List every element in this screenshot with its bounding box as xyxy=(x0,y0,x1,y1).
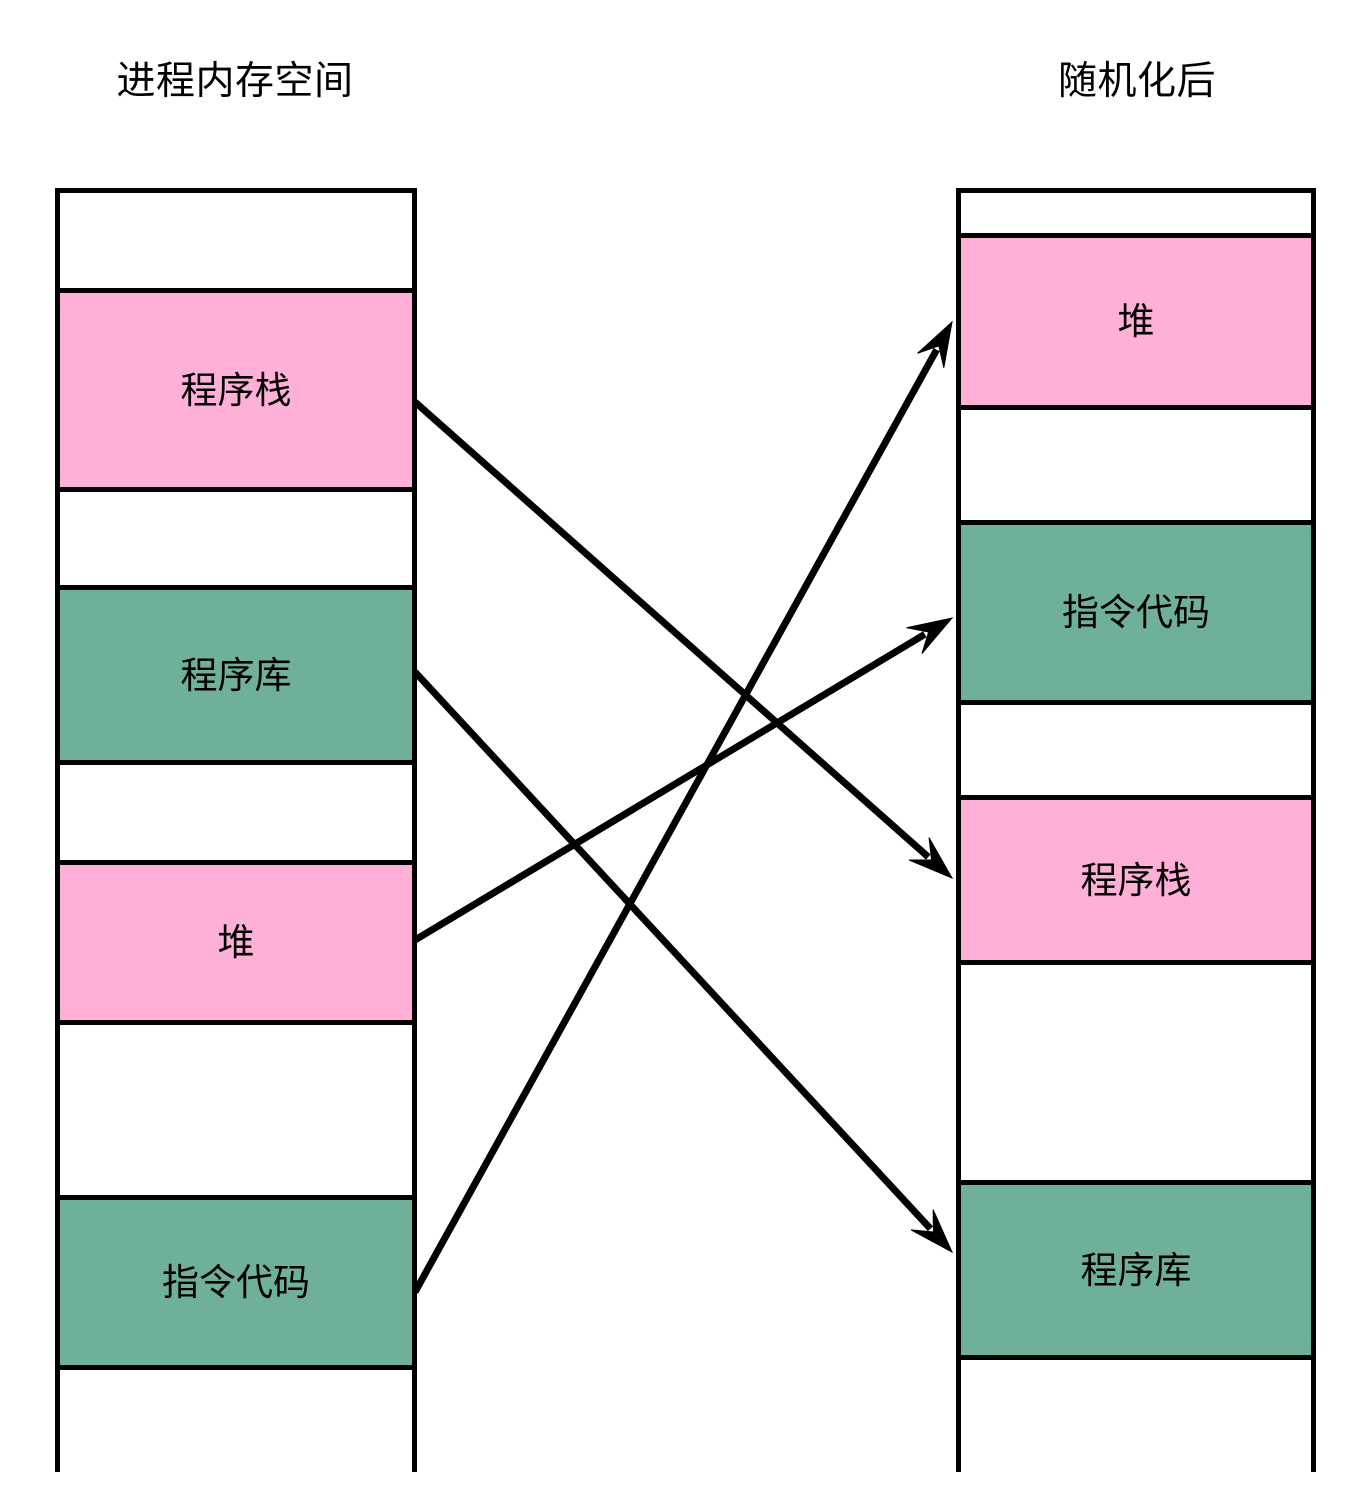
arrow-program-stack xyxy=(412,399,954,880)
right-segment-gap-top xyxy=(961,193,1311,233)
arrow-program-library xyxy=(412,669,954,1254)
arrow-heap-shaft xyxy=(413,631,927,944)
arrow-instruction-code-shaft xyxy=(411,348,940,1294)
arrow-program-stack-shaft xyxy=(412,399,931,860)
arrow-heap-head xyxy=(906,617,954,654)
left-segment-gap-2 xyxy=(60,765,412,860)
left-segment-gap-3 xyxy=(60,1025,412,1195)
right-segment-gap-bottom xyxy=(961,1360,1311,1477)
arrow-instruction-code-head xyxy=(917,320,953,368)
arrow-program-library-shaft xyxy=(412,669,934,1232)
arrow-program-library-head xyxy=(910,1209,954,1254)
left-segment-gap-1 xyxy=(60,492,412,585)
left-segment-gap-top xyxy=(60,193,412,288)
process-memory-space-column: 程序栈程序库堆指令代码 xyxy=(55,188,417,1477)
right-segment-gap-1 xyxy=(961,410,1311,520)
left-column-title: 进程内存空间 xyxy=(116,60,354,103)
arrow-heap xyxy=(413,617,954,944)
arrow-instruction-code xyxy=(411,320,953,1294)
right-segment-gap-2 xyxy=(961,705,1311,795)
right-segment-heap: 堆 xyxy=(961,233,1311,410)
arrow-program-stack-head xyxy=(908,837,954,880)
left-segment-gap-bottom xyxy=(60,1370,412,1477)
right-segment-gap-3 xyxy=(961,965,1311,1180)
right-column-title: 随机化后 xyxy=(1057,60,1216,103)
